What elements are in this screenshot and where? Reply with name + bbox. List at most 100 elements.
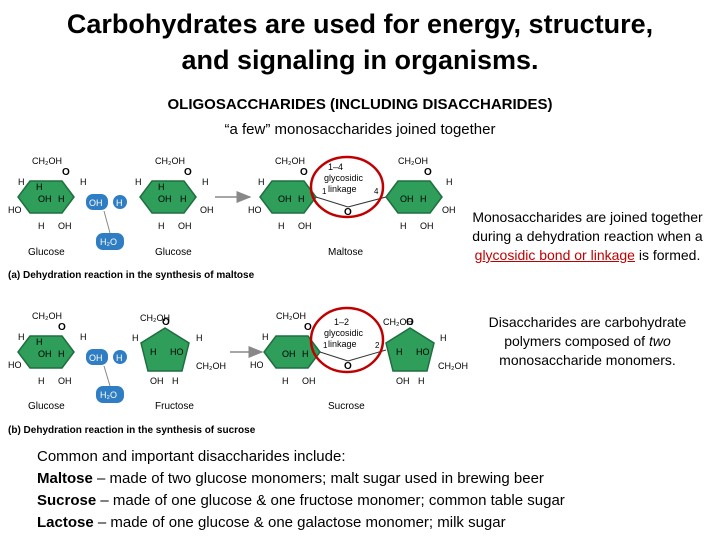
svg-text:O: O (304, 322, 312, 333)
svg-text:H: H (196, 333, 203, 343)
svg-text:H₂O: H₂O (100, 390, 117, 400)
svg-text:2: 2 (375, 341, 380, 350)
title-line-1: Carbohydrates are used for energy, struc… (66, 9, 654, 39)
list-intro: Common and important disaccharides inclu… (37, 448, 346, 465)
svg-text:H: H (278, 221, 285, 231)
svg-text:H: H (172, 376, 179, 386)
svg-text:HO: HO (170, 347, 184, 357)
dehydration-diagram: CH₂OH O H H OH H H HO H OH Glucose OH H … (8, 155, 468, 436)
svg-text:H: H (38, 221, 45, 231)
panel-b-caption: (b) Dehydration reaction in the synthesi… (8, 425, 256, 436)
svg-text:OH: OH (89, 353, 103, 363)
fructose-ring-b: CH₂OH O H H HO H CH₂OH OH H (132, 313, 226, 386)
glycosidic-highlight-a (309, 155, 385, 219)
note2-text: Disaccharides are carbohydrate polymers … (488, 314, 687, 349)
h-bubble-b (113, 350, 127, 364)
svg-text:OH: OH (150, 376, 164, 386)
slide-title: Carbohydrates are used for energy, struc… (0, 6, 720, 78)
svg-text:O: O (344, 207, 352, 218)
svg-text:O: O (58, 322, 66, 333)
svg-text:OH: OH (178, 221, 192, 231)
list-item: Sucrose – made of one glucose & one fruc… (37, 492, 565, 509)
svg-text:O: O (300, 167, 308, 178)
svg-text:H: H (298, 194, 305, 204)
svg-text:H: H (418, 376, 425, 386)
svg-text:CH₂OH: CH₂OH (32, 311, 62, 321)
svg-text:O: O (184, 167, 192, 178)
bond-label-a2: glycosidic (324, 173, 364, 183)
sucrose-molecule: CH₂OH O H OH H HO H OH O CH₂OH O H HO H … (250, 311, 468, 386)
svg-text:CH₂OH: CH₂OH (438, 361, 468, 371)
bond-label-b3: linkage (328, 339, 357, 349)
svg-text:H: H (158, 182, 165, 192)
svg-text:CH₂OH: CH₂OH (383, 317, 413, 327)
svg-text:4: 4 (374, 187, 379, 196)
svg-text:OH: OH (396, 376, 410, 386)
water-bubble-b (96, 386, 124, 403)
svg-text:CH₂OH: CH₂OH (276, 311, 306, 321)
svg-text:OH: OH (442, 205, 456, 215)
svg-text:OH: OH (200, 205, 214, 215)
glucose-ring-b1: CH₂OH O H H OH H H HO H OH (8, 311, 87, 386)
svg-text:HO: HO (8, 205, 22, 215)
svg-text:H: H (302, 349, 309, 359)
svg-text:H: H (132, 333, 139, 343)
mol-label-b1: Glucose (28, 401, 65, 412)
slide-subtitle: OLIGOSACCHARIDES (INCLUDING DISACCHARIDE… (167, 96, 553, 113)
svg-text:OH: OH (38, 349, 52, 359)
svg-text:O: O (406, 317, 414, 328)
svg-text:O: O (62, 167, 70, 178)
svg-text:H: H (18, 332, 25, 342)
slide-caption: “a few” monosaccharides joined together (224, 121, 496, 138)
svg-text:OH: OH (298, 221, 312, 231)
panel-a-caption: (a) Dehydration reaction in the synthesi… (8, 270, 255, 281)
svg-text:H: H (180, 194, 187, 204)
bond-label-b2: glycosidic (324, 328, 364, 338)
mol-label-a1: Glucose (28, 247, 65, 258)
mol-label-maltose: Maltose (328, 247, 363, 258)
svg-text:H: H (440, 333, 447, 343)
maltose-molecule: CH₂OH O H OH H HO H OH O CH₂OH O H OH H … (248, 156, 456, 231)
svg-text:H: H (202, 177, 209, 187)
svg-text:OH: OH (278, 194, 292, 204)
bond-label-a1: 1–4 (328, 162, 343, 172)
svg-text:OH: OH (282, 349, 296, 359)
svg-text:H: H (36, 337, 43, 347)
mol-label-a2: Glucose (155, 247, 192, 258)
list-item: Maltose – made of two glucose monomers; … (37, 470, 544, 487)
svg-text:H: H (446, 177, 453, 187)
glucose-ring-a1: CH₂OH O H H OH H H HO H OH (8, 156, 87, 231)
svg-text:O: O (344, 361, 352, 372)
svg-text:OH: OH (58, 376, 72, 386)
dehydration-figure: CH₂OH O H H OH H H HO H OH Glucose OH H … (0, 145, 720, 445)
svg-text:CH₂OH: CH₂OH (196, 361, 226, 371)
svg-text:H: H (36, 182, 43, 192)
water-bubble-a (96, 233, 124, 250)
svg-text:H: H (80, 332, 87, 342)
svg-text:O: O (424, 167, 432, 178)
svg-text:HO: HO (250, 360, 264, 370)
note2-italic: two (648, 333, 671, 349)
svg-text:H: H (262, 332, 269, 342)
svg-text:H: H (116, 353, 123, 363)
svg-text:CH₂OH: CH₂OH (398, 156, 428, 166)
bond-label-b1: 1–2 (334, 317, 349, 327)
note1-highlight: glycosidic bond or linkage (474, 247, 635, 263)
water-line-a (103, 210, 111, 234)
svg-text:H: H (420, 194, 427, 204)
svg-text:H: H (396, 347, 403, 357)
svg-text:H: H (400, 221, 407, 231)
svg-text:HO: HO (248, 205, 262, 215)
svg-text:1: 1 (322, 187, 327, 196)
disaccharide-list: Common and important disaccharides inclu… (37, 446, 707, 534)
svg-text:H: H (135, 177, 142, 187)
svg-text:H: H (58, 194, 65, 204)
svg-text:H: H (116, 198, 123, 208)
note-glycosidic-bond: Monosaccharides are joined together duri… (470, 208, 705, 265)
svg-text:H: H (18, 177, 25, 187)
glycosidic-highlight-b (309, 306, 385, 374)
svg-text:O: O (162, 317, 170, 328)
svg-text:1: 1 (323, 341, 328, 350)
svg-text:OH: OH (302, 376, 316, 386)
glucose-ring-a2: CH₂OH O H H OH H H OH H OH (135, 156, 214, 231)
